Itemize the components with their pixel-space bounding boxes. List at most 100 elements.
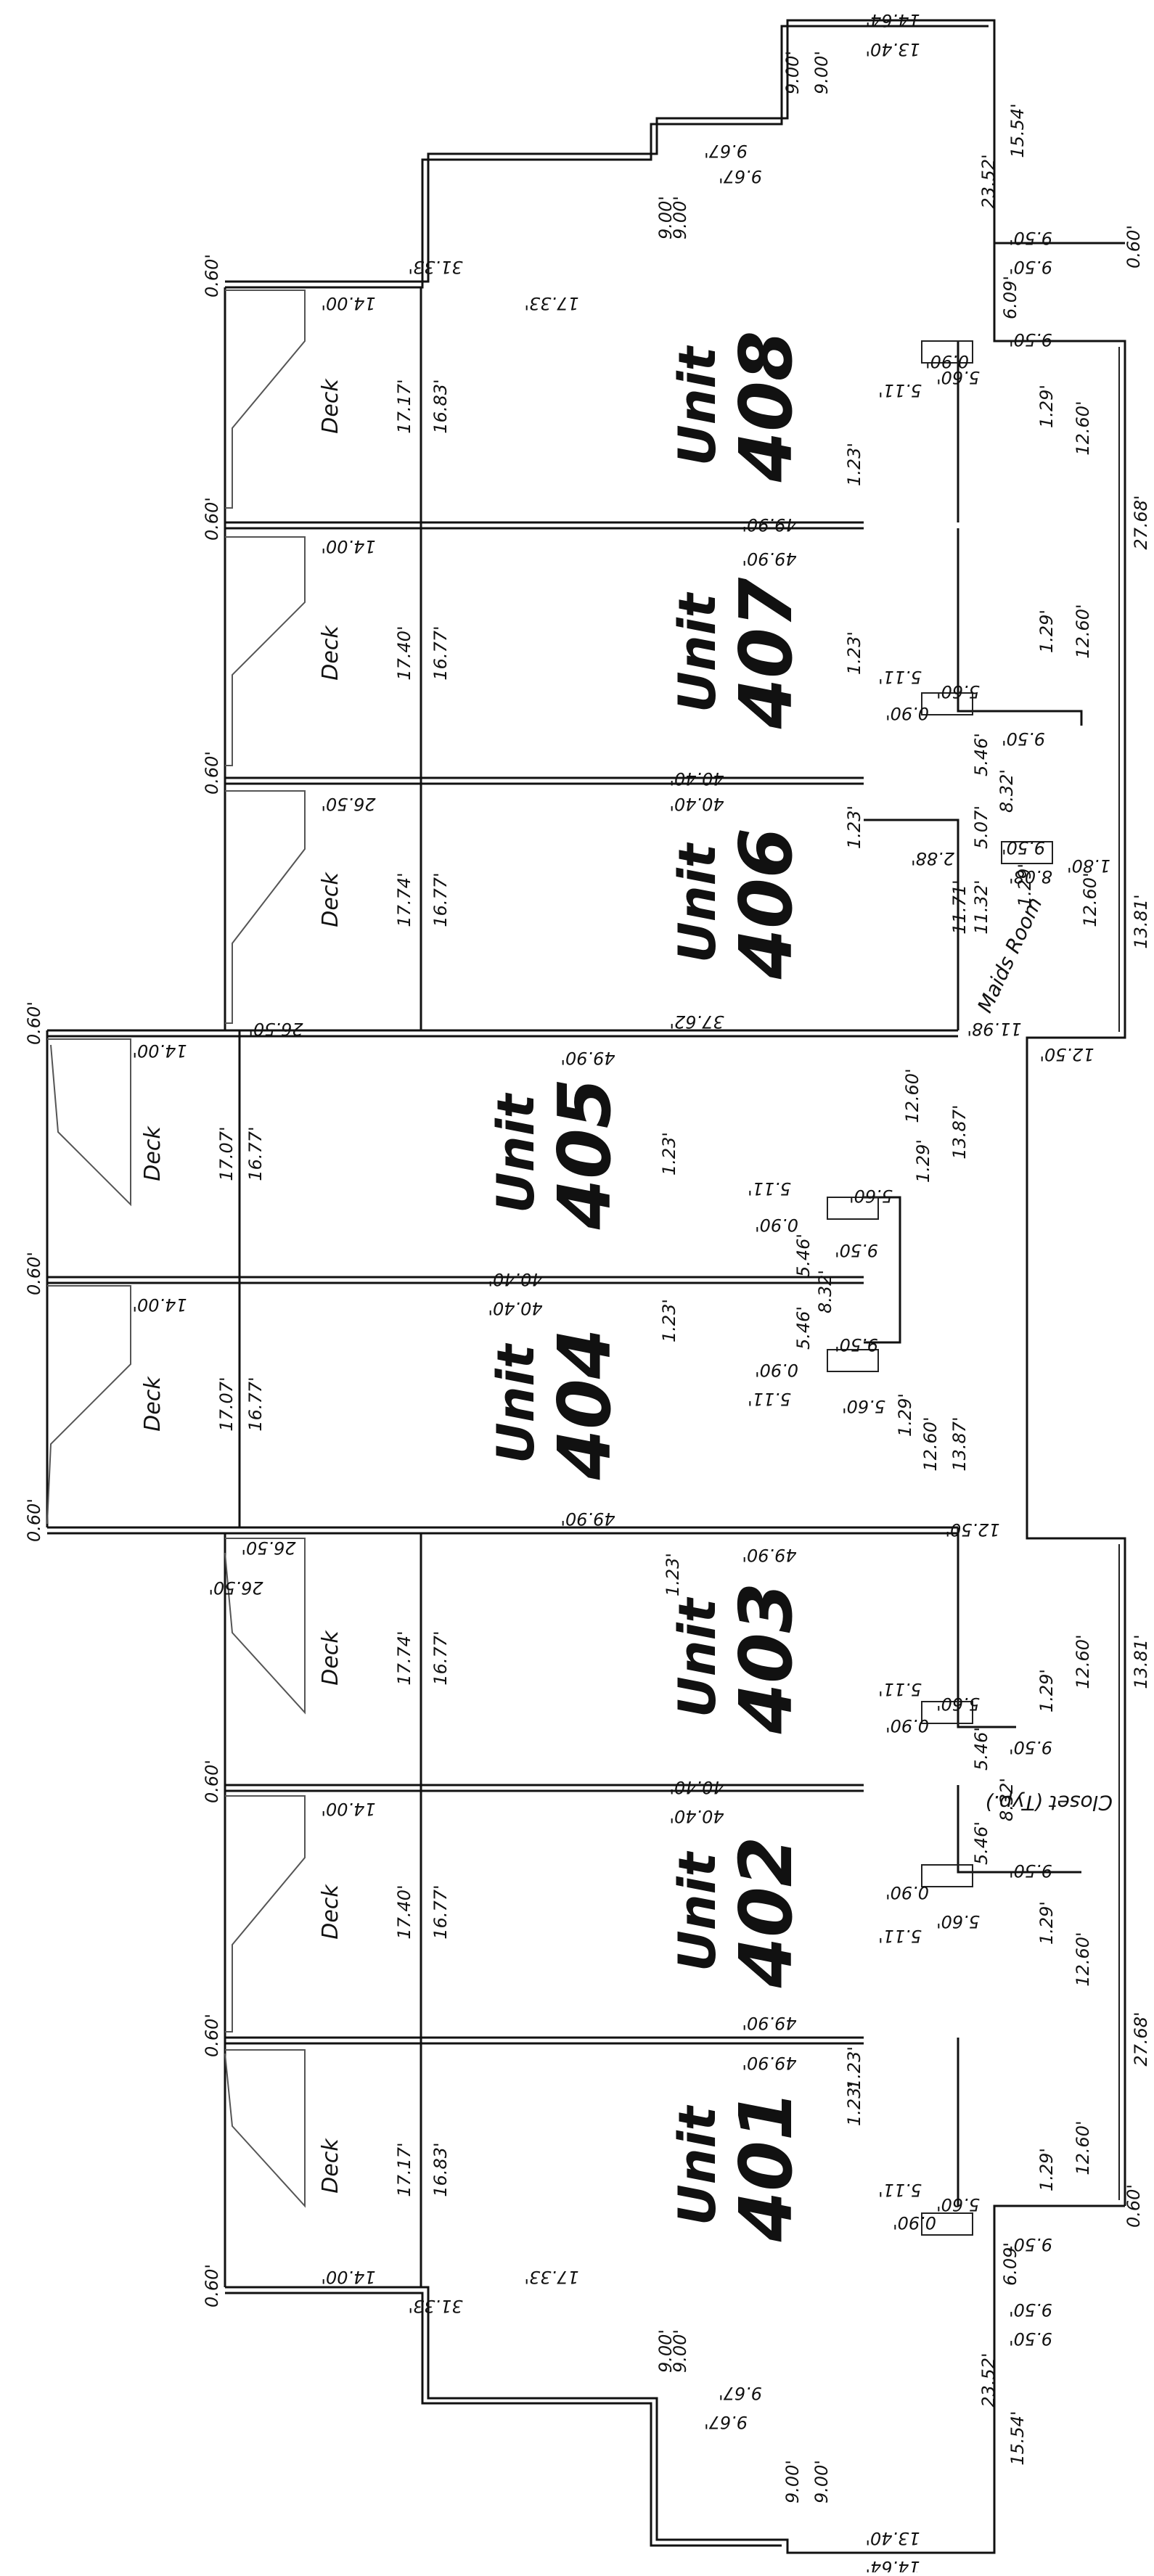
deck-outlines <box>46 290 306 2208</box>
dim-402-bath-a: 5.60' <box>936 1911 980 1932</box>
deck-404 <box>46 1285 131 1525</box>
bath-fixture-408 <box>921 340 973 364</box>
notch-405-404 <box>864 1196 901 1344</box>
dim-27-68-top: 27.68' <box>1131 495 1151 549</box>
dim-9-50-bottom-a: 9.50' <box>1009 2300 1052 2320</box>
dim-408-bath-b: 5.11' <box>878 380 922 401</box>
dim-17-33-top: 17.33' <box>524 293 578 313</box>
dim-406-deck-b: 16.77' <box>430 872 451 927</box>
dim-404-bath-c: 0.90' <box>755 1360 798 1380</box>
dim-9-00-bottom-c: 9.00' <box>782 2460 803 2503</box>
dim-wall-402-401: 0.60' <box>202 2014 222 2057</box>
dim-407-bath-b: 5.11' <box>878 667 922 687</box>
dim-404-depth: 49.90' <box>560 1509 615 1529</box>
dim-408-bath-c: 0.90' <box>925 351 969 372</box>
dim-40-40-404: 40.40' <box>488 1298 542 1318</box>
deck-408 <box>225 290 306 509</box>
deck-407 <box>225 536 306 766</box>
dim-407-bath-d: 1.29' <box>1036 610 1057 653</box>
bath-fixture-403 <box>921 1701 973 1724</box>
dim-407-depth: 49.90' <box>742 549 796 569</box>
dim-407-bath-e: 12.60' <box>1073 604 1093 658</box>
dim-403-bath-d: 1.29' <box>1036 1669 1057 1712</box>
dim-9-00-top-c: 9.00' <box>782 51 803 94</box>
dim-27-68-bottom: 27.68' <box>1131 2011 1151 2066</box>
dim-9-67-top-a: 9.67' <box>704 141 748 161</box>
dim-408-depth: 49.90' <box>742 514 796 535</box>
deck-label-408: Deck <box>318 378 343 434</box>
bath-fixture-402 <box>921 1864 973 1887</box>
dim-404-deck-width: 14.00' <box>132 1295 187 1315</box>
unit-402-word: Unit <box>668 1850 727 1972</box>
dim-wall-408-407: 0.60' <box>202 497 222 541</box>
dim-406-bath-f: 9.50' <box>1002 837 1045 858</box>
dim-405-bath-b: 5.11' <box>748 1178 791 1199</box>
deck-label-405: Deck <box>140 1125 165 1181</box>
unit-403-number: 403 <box>724 1583 809 1735</box>
dim-402-bath-e: 12.60' <box>1073 1932 1093 1986</box>
dim-407-bath-c: 0.90' <box>885 703 929 723</box>
dim-408-bath-e: 12.60' <box>1073 401 1093 455</box>
unit-404-label: Unit 404 <box>486 1329 627 1481</box>
dim-wall-east-bottom: 0.60' <box>1124 2184 1144 2228</box>
dim-404-deck-a: 17.07' <box>216 1377 237 1431</box>
unit-407-word: Unit <box>668 591 727 713</box>
dim-6-09-top: 6.09' <box>1000 276 1020 319</box>
dim-401-bath-e: 12.60' <box>1073 2120 1093 2175</box>
dim-403-deck-width: 26.50' <box>208 1578 263 1598</box>
dim-405-wall: 1.23' <box>659 1132 679 1176</box>
dim-5-46-402: 5.46' <box>971 1821 991 1865</box>
dim-13-40-bottom: 13.40' <box>865 2528 920 2548</box>
dim-408-deck-width: 14.00' <box>321 293 375 313</box>
dim-14-64-top: 14.64' <box>865 10 920 30</box>
dim-408-deck-a: 17.17' <box>394 379 414 433</box>
north-stepped-wall-inner <box>225 25 989 289</box>
dim-407-bath-a: 5.60' <box>936 681 980 702</box>
notch-406 <box>864 819 959 1030</box>
dim-407-deck-a: 17.40' <box>394 625 414 680</box>
bath-fixture-407 <box>921 692 973 715</box>
dim-9-50-top-a: 9.50' <box>1009 228 1052 248</box>
dim-403-depth: 49.90' <box>742 1545 796 1565</box>
dim-31-33-top: 31.33' <box>408 257 462 277</box>
dim-401-deck-width: 14.00' <box>321 2267 375 2287</box>
bath-fixture-401 <box>921 2212 973 2236</box>
dim-404-deck-b: 16.77' <box>245 1377 266 1431</box>
dim-11-98: 11.98' <box>967 1019 1021 1039</box>
dim-13-87-405: 13.87' <box>949 1104 970 1159</box>
unit-405-number: 405 <box>542 1078 627 1231</box>
dim-401-bath-f: 9.50' <box>1009 2234 1052 2255</box>
dim-13-87-404: 13.87' <box>949 1416 970 1471</box>
dim-405-bath-e: 12.60' <box>902 1068 922 1123</box>
deck-402 <box>225 1795 306 2033</box>
unit-402-number: 402 <box>724 1837 809 1989</box>
unit-408-number: 408 <box>724 331 809 483</box>
closet-label: Closet (Typ.) <box>985 1791 1113 1815</box>
dim-40-40-402: 40.40' <box>669 1806 724 1826</box>
dim-405-bath-c: 0.90' <box>755 1215 798 1235</box>
dim-15-54-bottom: 15.54' <box>1007 2411 1028 2465</box>
unit-403-label: Unit 403 <box>668 1583 809 1735</box>
dim-403-bath-a: 5.60' <box>936 1694 980 1714</box>
dim-9-67-bottom-b: 9.67' <box>719 2383 762 2403</box>
dim-402-depth: 49.90' <box>742 2013 796 2033</box>
dim-407-deck-width: 14.00' <box>321 536 375 557</box>
unit-406-label: Unit 406 <box>668 828 809 980</box>
dim-23-52-bottom: 23.52' <box>978 2353 999 2407</box>
dim-401-bath-c: 0.90' <box>893 2212 936 2233</box>
dim-40-40-406: 40.40' <box>669 794 724 814</box>
dim-404-bath-e: 12.60' <box>920 1416 941 1471</box>
dim-12-50-lower: 12.50' <box>945 1519 999 1540</box>
east-wall <box>993 243 1126 2206</box>
south-stepped-wall-inner <box>225 2292 782 2547</box>
deck-label-404: Deck <box>140 1376 165 1432</box>
dim-402-bath-b: 5.11' <box>878 1926 922 1946</box>
north-stepped-wall <box>225 19 1125 283</box>
dim-5-46-403: 5.46' <box>971 1727 991 1771</box>
unit-401-number: 401 <box>724 2091 809 2243</box>
dim-404-bath-a: 5.60' <box>842 1396 885 1416</box>
dim-403-bath-b: 5.11' <box>878 1679 922 1699</box>
notch-408-407 <box>957 341 1083 726</box>
bath-notches <box>827 340 1083 2236</box>
